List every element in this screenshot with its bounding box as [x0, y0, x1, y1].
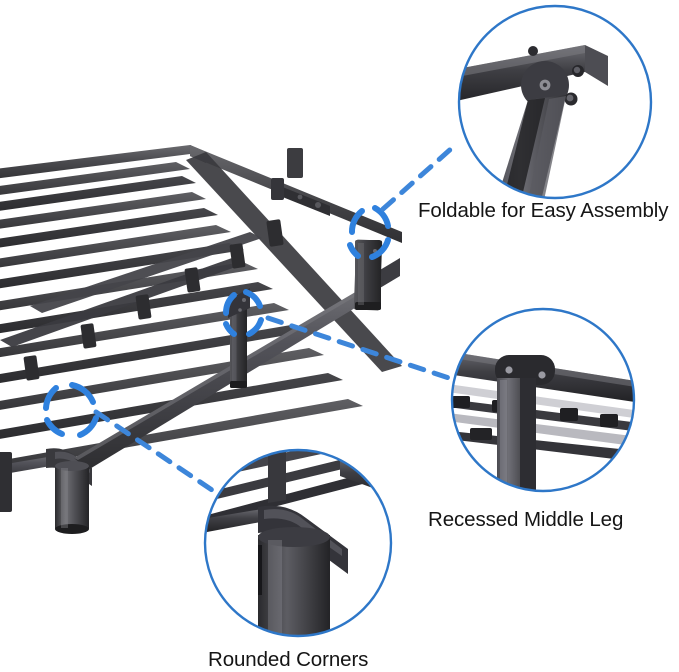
center-support-beam — [0, 152, 402, 372]
middle-leg — [228, 288, 250, 388]
far-left-leg — [0, 452, 12, 512]
leader-line-rounded-corners — [93, 409, 215, 493]
callout-foldable[interactable] — [425, 4, 653, 205]
callout-label-rounded-corners: Rounded Corners — [208, 648, 369, 671]
highlight-arc-middle-leg — [222, 289, 264, 337]
callout-middle-leg-content — [452, 350, 634, 491]
leader-line-middle-leg — [265, 315, 455, 382]
callout-label-foldable: Foldable for Easy Assembly — [418, 199, 669, 222]
beam-brackets — [23, 219, 284, 381]
callout-rounded-corners[interactable] — [196, 438, 400, 645]
callout-circle-rounded-corners — [203, 448, 393, 638]
highlight-arc-rounded-corner — [43, 382, 99, 438]
bed-frame-group — [0, 145, 402, 534]
callout-foldable-content — [459, 45, 608, 198]
highlight-arc-foldable — [347, 205, 391, 260]
rounded-leg-left — [55, 461, 89, 534]
callout-label-recessed-middle-leg: Recessed Middle Leg — [428, 508, 624, 531]
callout-recessed-middle-leg[interactable] — [440, 307, 648, 498]
leader-line-foldable — [380, 145, 455, 212]
callout-circle-middle-leg — [450, 307, 636, 493]
callout-circle-foldable — [457, 4, 653, 200]
front-right-rail — [74, 287, 378, 470]
folding-hinge-hardware — [271, 148, 330, 216]
